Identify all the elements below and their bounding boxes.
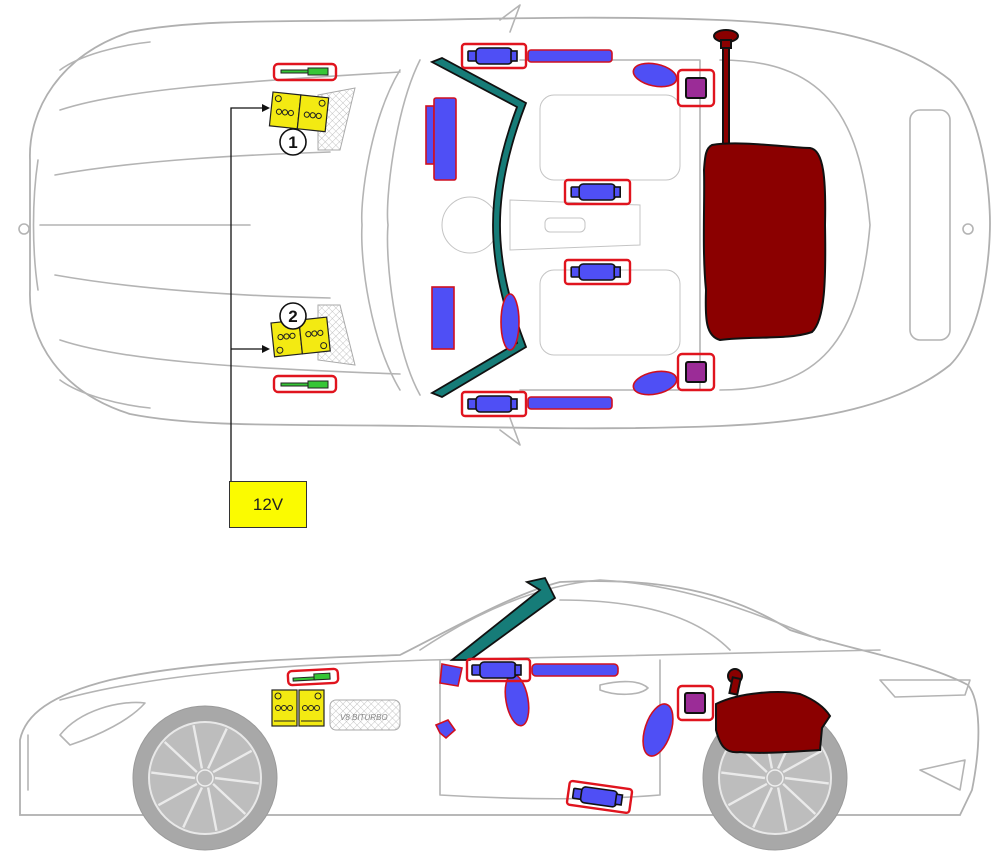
wheel-spoke bbox=[214, 776, 259, 785]
windshield-base bbox=[360, 69, 401, 391]
arrow-head-icon bbox=[262, 345, 270, 353]
front-airbag-passenger-rear bbox=[425, 105, 435, 165]
wheel-spoke bbox=[782, 749, 823, 774]
side-curtain-inflator-left bbox=[460, 42, 613, 70]
battery-2 bbox=[270, 316, 331, 358]
side-airbag-left bbox=[632, 62, 678, 88]
battery-disconnect-tool-top-right bbox=[272, 374, 338, 394]
wheel-spoke bbox=[212, 783, 247, 815]
mirror-left bbox=[499, 4, 521, 33]
exhaust bbox=[919, 759, 966, 791]
seat-belt-tensioner-right bbox=[563, 258, 632, 286]
wheel-spoke bbox=[192, 725, 204, 769]
callout-2: 2 bbox=[279, 302, 307, 330]
control-unit-left bbox=[676, 68, 716, 108]
seat-belt-tensioner-side bbox=[565, 779, 634, 815]
control-unit-right bbox=[676, 352, 716, 392]
star-logo-front bbox=[18, 223, 30, 235]
hub-star-logo bbox=[196, 769, 214, 787]
headlight-right bbox=[59, 379, 151, 409]
fuel-tank-top bbox=[702, 29, 827, 342]
battery-1 bbox=[268, 91, 330, 133]
side-airbag-right bbox=[632, 370, 678, 396]
v8-badge: V8 BITURBO bbox=[340, 713, 388, 722]
battery-side bbox=[271, 689, 325, 727]
windshield-frame-reinforcement bbox=[429, 57, 528, 399]
knee-airbag bbox=[500, 293, 520, 351]
fuel-tank-side bbox=[715, 668, 832, 754]
wheel-spoke bbox=[727, 782, 768, 807]
hub-star-logo bbox=[766, 769, 784, 787]
fuel-filler-neck bbox=[722, 47, 730, 149]
taillight bbox=[879, 679, 971, 698]
door-handle bbox=[599, 680, 649, 696]
battery-disconnect-tool-side bbox=[286, 667, 340, 687]
top-view: 1 2 bbox=[18, 4, 991, 481]
side-curtain-inflator-right bbox=[460, 390, 613, 418]
gear-selector bbox=[544, 217, 586, 233]
rear-deck bbox=[719, 59, 871, 391]
headlight-side bbox=[59, 701, 146, 746]
leader-line-battery-1 bbox=[230, 107, 268, 481]
wheel-spoke bbox=[157, 782, 198, 807]
headlight-left bbox=[59, 41, 151, 71]
arrow-head-icon bbox=[262, 104, 270, 112]
callout-1: 1 bbox=[279, 128, 307, 156]
wheel-spoke bbox=[782, 783, 817, 815]
hood-line bbox=[59, 339, 401, 375]
front-wheel bbox=[132, 705, 278, 851]
window-line bbox=[559, 599, 731, 651]
wheel-spoke bbox=[163, 741, 198, 773]
side-curtain-inflator-side bbox=[465, 657, 619, 683]
rear-window-trim bbox=[909, 109, 951, 341]
wheel-spoke bbox=[206, 787, 218, 831]
dashboard-edge bbox=[386, 59, 421, 396]
wheel-spoke bbox=[776, 787, 788, 831]
side-airbag-seat bbox=[642, 703, 674, 757]
front-bumper-line bbox=[32, 159, 39, 291]
wheel-spoke bbox=[752, 787, 773, 828]
wheel-spoke bbox=[182, 787, 203, 828]
soft-top-outline bbox=[419, 579, 821, 651]
voltage-label: 12V bbox=[229, 481, 307, 528]
star-logo-rear bbox=[962, 223, 974, 235]
door-outline bbox=[439, 659, 661, 800]
wheel-spoke bbox=[212, 749, 253, 774]
knee-airbag-side bbox=[439, 663, 463, 687]
shoulder-line bbox=[59, 649, 881, 701]
wheel-spoke bbox=[207, 728, 228, 769]
mirror-right bbox=[499, 417, 521, 446]
wheel-spoke bbox=[784, 776, 829, 785]
footwell-airbag bbox=[434, 719, 457, 740]
wheel-spoke bbox=[721, 771, 766, 780]
front-airbag-driver bbox=[431, 286, 455, 350]
hood-crease bbox=[54, 274, 331, 299]
battery-disconnect-tool-top-left bbox=[272, 62, 338, 82]
fender-vent bbox=[329, 699, 401, 731]
front-airbag-passenger bbox=[433, 97, 457, 181]
control-unit-side bbox=[676, 684, 715, 722]
wheel-spoke bbox=[151, 771, 196, 780]
seat-belt-tensioner-left bbox=[563, 178, 632, 206]
side-view: V8 BITURBO bbox=[19, 576, 980, 851]
svg-text:2: 2 bbox=[288, 307, 297, 326]
svg-text:1: 1 bbox=[288, 133, 297, 152]
